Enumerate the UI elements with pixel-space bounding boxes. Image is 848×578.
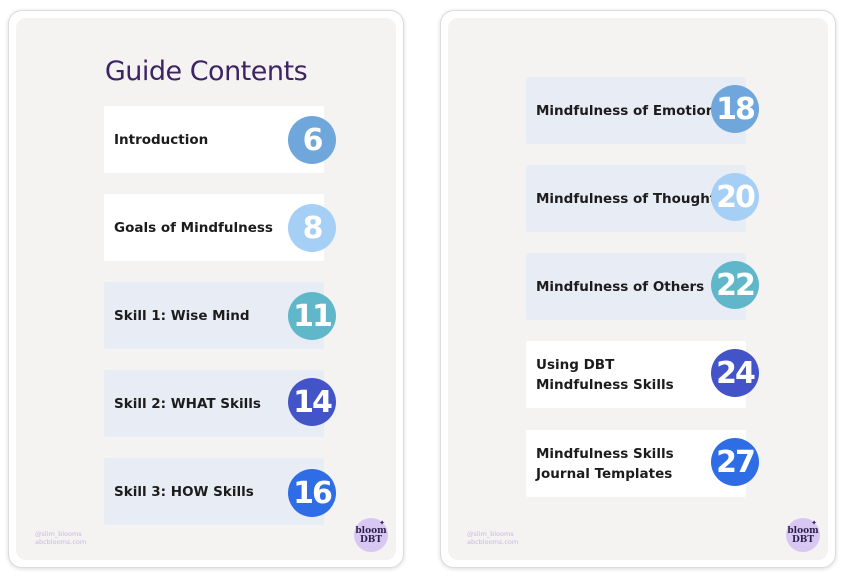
toc-entry-label: Introduction: [114, 131, 209, 148]
toc-entry-introduction[interactable]: Introduction: [104, 106, 324, 173]
left-page-panel: Guide Contents Introduction 6 Goals of M…: [16, 18, 396, 560]
toc-entry-label: Using DBT Mindfulness Skills: [536, 356, 674, 393]
logo-line-2: DBT: [359, 534, 383, 545]
footer-handle: @slim_blooms abcblooms.com: [467, 530, 518, 546]
toc-entry-mindfulness-of-thought[interactable]: Mindfulness of Thought: [526, 165, 746, 232]
right-page: Mindfulness of Emotion 18 Mindfulness of…: [440, 10, 836, 568]
footer-website-line: abcblooms.com: [467, 538, 519, 546]
page-number-badge: 16: [288, 469, 336, 517]
logo-line-1: bloom: [787, 525, 819, 536]
page-number-badge: 8: [288, 204, 336, 252]
toc-entry-what-skills[interactable]: Skill 2: WHAT Skills: [104, 370, 324, 437]
toc-entry-label: Skill 3: HOW Skills: [114, 483, 254, 500]
logo-line-2: DBT: [791, 534, 815, 545]
page-number-badge: 18: [711, 85, 759, 133]
toc-entry-using-dbt-mindfulness-skills[interactable]: Using DBT Mindfulness Skills: [526, 341, 746, 408]
toc-entry-label: Mindfulness of Emotion: [536, 102, 716, 119]
toc-entry-wise-mind[interactable]: Skill 1: Wise Mind: [104, 282, 324, 349]
sparkle-icon: ✦: [379, 519, 385, 527]
bloom-dbt-logo: ✦ bloom DBT: [354, 518, 388, 552]
toc-entry-mindfulness-of-emotion[interactable]: Mindfulness of Emotion: [526, 77, 746, 144]
page-number-badge: 11: [288, 292, 336, 340]
toc-entry-journal-templates[interactable]: Mindfulness Skills Journal Templates: [526, 430, 746, 497]
footer-handle-line: @slim_blooms: [35, 530, 82, 538]
page-number-badge: 6: [288, 116, 336, 164]
bloom-dbt-logo: ✦ bloom DBT: [786, 518, 820, 552]
left-page: Guide Contents Introduction 6 Goals of M…: [8, 10, 404, 568]
toc-entry-label: Mindfulness Skills Journal Templates: [536, 445, 674, 482]
page-number-badge: 22: [711, 261, 759, 309]
page-number-badge: 24: [711, 349, 759, 397]
footer-website-line: abcblooms.com: [35, 538, 87, 546]
toc-entry-label: Skill 2: WHAT Skills: [114, 395, 261, 412]
toc-entry-how-skills[interactable]: Skill 3: HOW Skills: [104, 458, 324, 525]
toc-entry-label: Mindfulness of Thought: [536, 190, 717, 207]
footer-handle: @slim_blooms abcblooms.com: [35, 530, 86, 546]
sparkle-icon: ✦: [811, 519, 817, 527]
guide-title: Guide Contents: [104, 56, 308, 87]
logo-line-1: bloom: [355, 525, 387, 536]
page-number-badge: 27: [711, 438, 759, 486]
toc-entry-label: Goals of Mindfulness: [114, 219, 273, 236]
toc-entry-label: Skill 1: Wise Mind: [114, 307, 250, 324]
toc-entry-label: Mindfulness of Others: [536, 278, 705, 295]
toc-entry-goals-of-mindfulness[interactable]: Goals of Mindfulness: [104, 194, 324, 261]
footer-handle-line: @slim_blooms: [467, 530, 514, 538]
page-number-badge: 14: [288, 378, 336, 426]
toc-entry-mindfulness-of-others[interactable]: Mindfulness of Others: [526, 253, 746, 320]
right-page-panel: Mindfulness of Emotion 18 Mindfulness of…: [448, 18, 828, 560]
page-number-badge: 20: [711, 173, 759, 221]
